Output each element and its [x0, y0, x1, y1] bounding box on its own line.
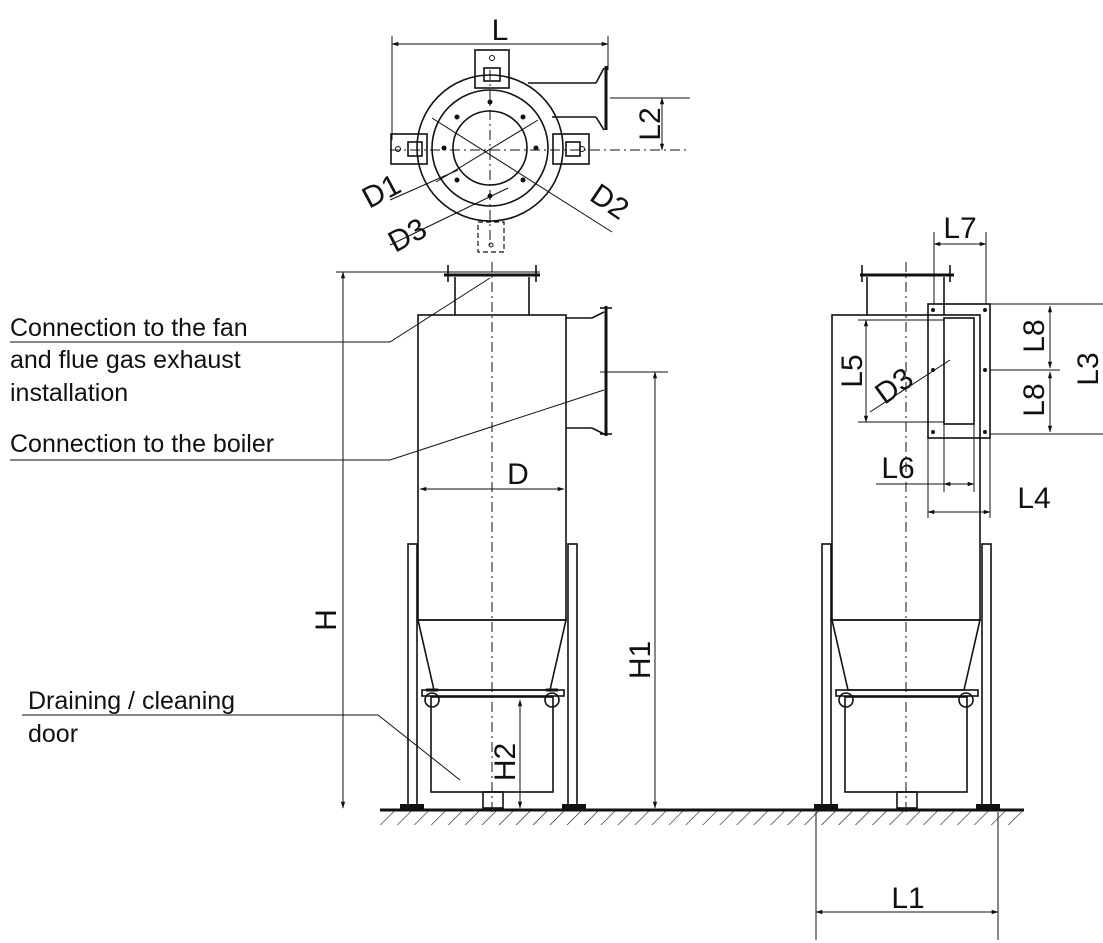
dim-label-L8-lower: L8	[1018, 383, 1051, 416]
dim-label-L1: L1	[891, 882, 924, 915]
dim-label-L3: L3	[1072, 352, 1103, 385]
callout-fan-line1: Connection to the fan	[10, 314, 248, 342]
callout-fan-line2: and flue gas exhaust	[10, 346, 241, 374]
callout-fan-line3: installation	[10, 379, 128, 407]
dim-label-L6: L6	[881, 452, 914, 485]
dim-label-D3-top: D3	[383, 212, 432, 259]
callout-boiler: Connection to the boiler	[10, 430, 274, 458]
top-view	[389, 36, 690, 253]
dim-label-L8-upper: L8	[1018, 319, 1051, 352]
callout-door-line2: door	[28, 720, 78, 748]
dim-label-H1: H1	[624, 641, 657, 679]
front-view	[336, 262, 668, 815]
ground-line	[380, 808, 1024, 825]
dim-label-H2: H2	[489, 743, 522, 781]
dim-label-D1: D1	[357, 168, 406, 215]
dim-label-D: D	[507, 458, 529, 491]
dim-label-H: H	[310, 609, 343, 631]
callout-leaders	[10, 277, 605, 781]
dim-label-L: L	[492, 14, 509, 47]
side-view	[814, 232, 1103, 940]
dim-label-D3-side: D3	[869, 362, 919, 411]
dim-label-L2: L2	[634, 107, 667, 140]
dim-label-L4: L4	[1017, 482, 1050, 515]
dim-label-L5: L5	[836, 354, 869, 387]
callout-door-line1: Draining / cleaning	[28, 687, 235, 715]
dim-label-L7: L7	[943, 212, 976, 245]
